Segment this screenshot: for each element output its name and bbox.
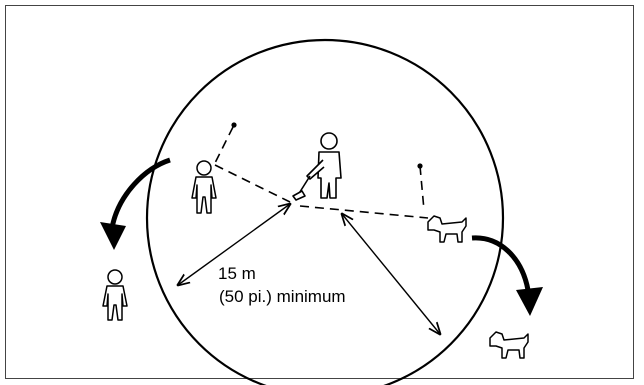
dog-outside-icon [490, 332, 528, 358]
dog-inside-icon [428, 216, 466, 242]
move-away-arrow-left [100, 160, 170, 250]
distance-label-line1: 15 m [218, 264, 256, 284]
bystander-inside-icon [192, 161, 216, 213]
bystander-outside-icon [103, 270, 127, 320]
debris-dot-left [231, 122, 236, 127]
move-away-arrow-right [472, 238, 543, 316]
debris-dot-right [417, 163, 422, 168]
distance-label-line2: (50 pi.) minimum [219, 287, 346, 307]
distance-arrow-right [342, 214, 440, 334]
operator-icon [293, 133, 341, 200]
